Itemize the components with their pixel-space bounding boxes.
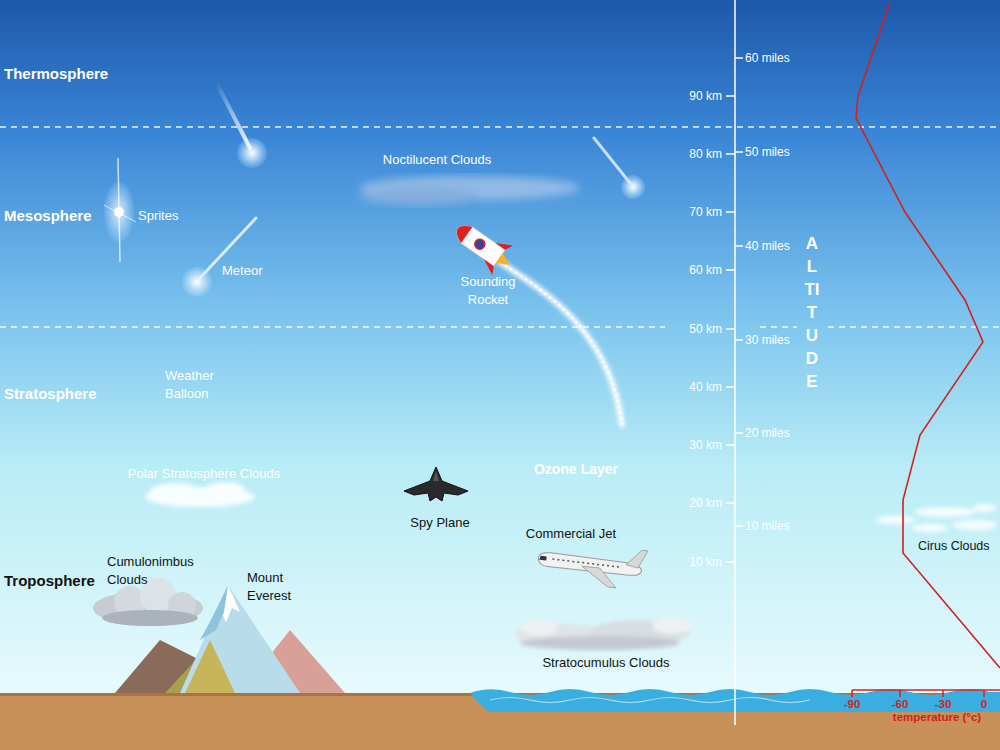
- cloud-label: Cirus Clouds: [918, 538, 990, 555]
- vehicle-label: Spy Plane: [410, 514, 469, 532]
- vehicle-label: Sounding Rocket: [455, 273, 521, 308]
- axis-title: temperature (°c): [893, 710, 981, 726]
- layer-name: Mesosphere: [4, 206, 92, 226]
- temperature-tick: -90: [844, 697, 861, 713]
- miles-tick: 50 miles: [745, 144, 790, 160]
- km-tick: 60 km: [689, 262, 722, 278]
- km-tick: 40 km: [689, 379, 722, 395]
- cloud-label: Stratocumulus Clouds: [542, 654, 669, 672]
- miles-tick: 20 miles: [745, 425, 790, 441]
- layer-name: Troposphere: [4, 571, 95, 591]
- miles-tick: 40 miles: [745, 238, 790, 254]
- miles-tick: 30 miles: [745, 332, 790, 348]
- axis-title: ALTITUDE: [804, 232, 821, 393]
- temperature-tick: 0: [981, 697, 987, 713]
- cloud-label: Polar Stratosphere Clouds: [128, 465, 280, 483]
- layer-name: Stratosphere: [4, 384, 97, 404]
- vehicle-label: Commercial Jet: [526, 525, 616, 543]
- layer-name: Thermosphere: [4, 64, 108, 84]
- km-tick: 30 km: [689, 437, 722, 453]
- km-tick: 50 km: [689, 321, 722, 337]
- km-tick: 90 km: [689, 88, 722, 104]
- km-tick: 10 km: [689, 554, 722, 570]
- miles-tick: 60 miles: [745, 50, 790, 66]
- cloud-label: Noctilucent Clouds: [383, 151, 491, 169]
- phenomenon-label: Meteor: [222, 262, 262, 280]
- km-tick: 20 km: [689, 495, 722, 511]
- layer-label: Ozone Layer: [534, 460, 618, 479]
- temperature-tick: -30: [935, 697, 952, 713]
- km-tick: 70 km: [689, 204, 722, 220]
- temperature-tick: -60: [892, 697, 909, 713]
- cloud-label: Cumulonimbus Clouds: [107, 553, 207, 588]
- miles-tick: 10 miles: [745, 518, 790, 534]
- mountain-label: Mount Everest: [247, 569, 299, 604]
- km-tick: 80 km: [689, 146, 722, 162]
- phenomenon-label: Sprites: [138, 207, 178, 225]
- vehicle-label: Weather Balloon: [165, 367, 223, 402]
